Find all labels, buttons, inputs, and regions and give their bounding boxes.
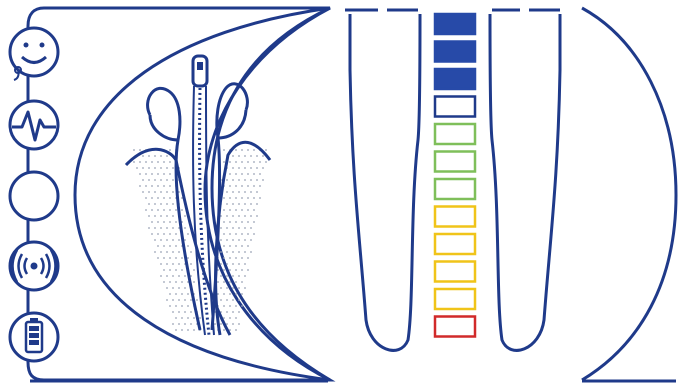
- level-segment-5: [435, 124, 475, 144]
- blank-status-icon[interactable]: [10, 172, 58, 220]
- level-segment-7: [435, 179, 475, 199]
- battery-icon[interactable]: [10, 313, 58, 361]
- level-segment-9: [435, 234, 475, 254]
- level-meter: [435, 14, 475, 337]
- level-segment-4: [435, 97, 475, 117]
- level-segment-3: [435, 69, 475, 89]
- level-segment-11: [435, 289, 475, 309]
- signal-broadcast-icon[interactable]: [10, 242, 58, 290]
- level-segment-8: [435, 207, 475, 227]
- level-segment-12: [435, 317, 475, 337]
- oral-throat-anatomy-with-tube-icon: [126, 56, 270, 335]
- left-sensor-strip: [350, 14, 420, 350]
- sidebar: [10, 28, 58, 361]
- level-segment-2: [435, 42, 475, 62]
- heartbeat-icon[interactable]: [10, 101, 58, 149]
- right-sensor-strip: [490, 14, 560, 350]
- level-segment-6: [435, 152, 475, 172]
- smiley-with-pacifier-icon[interactable]: [10, 28, 58, 80]
- right-panel-frame: [582, 8, 676, 380]
- level-segment-1: [435, 14, 475, 34]
- level-segment-10: [435, 262, 475, 282]
